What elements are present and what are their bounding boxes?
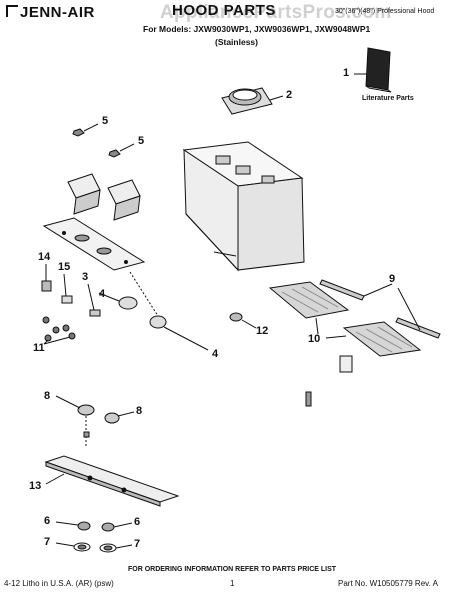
blower-motor (221, 87, 284, 115)
callout-2: 2 (286, 89, 293, 101)
callout-6-right: 6 (134, 516, 141, 528)
filter-channel-lower (395, 287, 441, 339)
callout-15: 15 (58, 261, 71, 273)
watermark: AppliancePartsPros.com (160, 2, 392, 23)
nut-upper (72, 123, 99, 137)
callout-8-right: 8 (136, 405, 143, 417)
callout-4-lower: 4 (212, 348, 219, 360)
part-number: Part No. W10505779 Rev. A (338, 579, 438, 588)
halogen-lamp-lower (149, 315, 209, 351)
bezel-ring-right (99, 543, 133, 553)
light-box-right (107, 179, 141, 221)
callout-1: 1 (343, 67, 350, 79)
ordering-info: FOR ORDERING INFORMATION REFER TO PARTS … (127, 566, 337, 573)
callout-7-left: 7 (44, 536, 51, 548)
screws-group (42, 316, 76, 345)
callout-5-lower: 5 (138, 135, 145, 147)
switch-right (104, 411, 135, 424)
page-number: 1 (230, 579, 235, 588)
callout-12: 12 (256, 325, 269, 337)
hood-subtitle: 30"(36")(48") Professional Hood (335, 8, 435, 15)
page-title: HOOD PARTS (172, 2, 276, 19)
callout-10: 10 (308, 333, 321, 345)
light-box-left (67, 173, 101, 215)
callout-5-upper: 5 (102, 115, 109, 127)
small-bracket (305, 391, 312, 407)
model-list: For Models: JXW9030WP1, JXW9036WP1, JXW9… (143, 24, 371, 34)
brand-mark-icon (6, 5, 18, 17)
callout-4-upper: 4 (99, 288, 106, 300)
callout-14: 14 (38, 251, 51, 263)
callout-3: 3 (82, 271, 89, 283)
callout-8-left: 8 (44, 390, 51, 402)
brand-name: JENN-AIR (20, 4, 95, 21)
callout-13: 13 (29, 480, 42, 492)
control-knob (229, 312, 257, 329)
spare-box (339, 355, 353, 373)
knob-right (101, 522, 133, 532)
brand-logo: JENN-AIR (6, 4, 95, 21)
lamp-socket (41, 264, 52, 292)
switch-left (55, 395, 95, 416)
callout-11: 11 (33, 342, 45, 354)
clip-part (61, 273, 73, 304)
lamp-tray-panel (42, 217, 146, 271)
literature-booklet (354, 47, 392, 93)
grease-filter-upper (268, 281, 350, 335)
callout-7-right: 7 (134, 538, 141, 550)
grease-filter-lower (325, 321, 422, 357)
literature-parts-label: Literature Parts (362, 95, 414, 102)
control-bracket (44, 455, 180, 507)
lamp-lens-small (87, 283, 101, 317)
nut-lower (108, 143, 135, 158)
bezel-ring-left (55, 542, 91, 552)
filter-channel-upper (319, 279, 393, 301)
callout-6-left: 6 (44, 515, 51, 527)
knob-left (55, 521, 91, 531)
litho-info: 4-12 Litho in U.S.A. (AR) (psw) (4, 579, 114, 588)
hood-body (182, 141, 305, 272)
halogen-lamp-upper (98, 292, 138, 310)
callout-9: 9 (389, 273, 396, 285)
finish-label: (Stainless) (215, 37, 258, 47)
